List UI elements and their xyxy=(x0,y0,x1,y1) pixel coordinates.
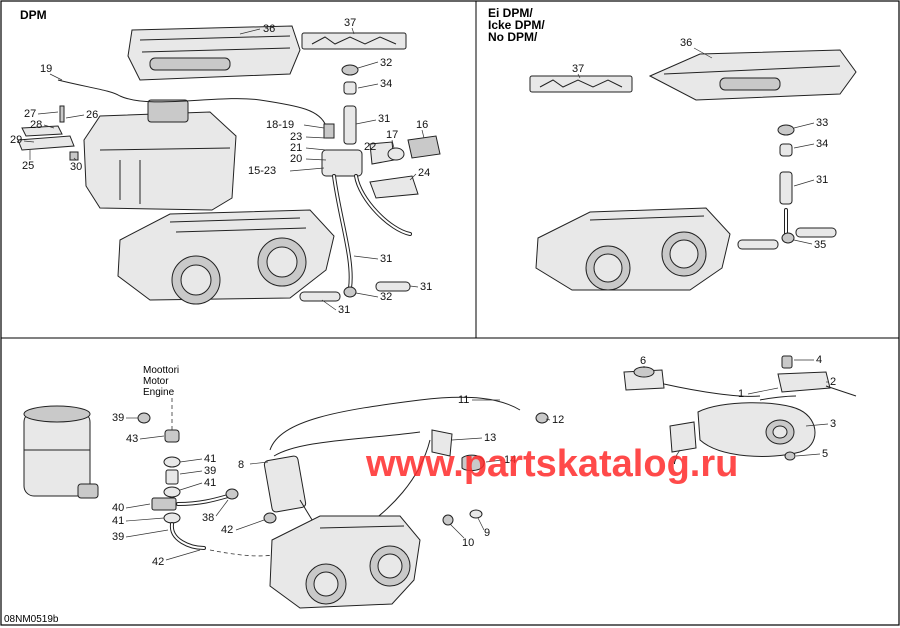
callout: 39 xyxy=(204,465,216,477)
callout: 34 xyxy=(816,138,828,150)
callout: 41 xyxy=(204,453,216,465)
callout: 24 xyxy=(418,167,430,179)
callout: 42 xyxy=(152,556,164,568)
callout: 41 xyxy=(204,477,216,489)
dpm-assembly xyxy=(17,25,441,305)
callout: 19 xyxy=(40,63,52,75)
callout: 31 xyxy=(816,174,828,186)
callout: 25 xyxy=(22,160,34,172)
callout: 10 xyxy=(462,537,474,549)
callout: 8 xyxy=(238,459,244,471)
callout: 20 xyxy=(290,153,302,165)
dpm-carburetors xyxy=(117,209,335,305)
callout: 26 xyxy=(86,109,98,121)
callout: 37 xyxy=(572,63,584,75)
callout: 30 xyxy=(70,161,82,173)
no-dpm-callouts: 37 36 33 34 31 35 xyxy=(572,37,828,251)
callout: 33 xyxy=(816,117,828,129)
callout: 41 xyxy=(112,515,124,527)
callout: 21 xyxy=(290,142,302,154)
watermark: www.partskatalog.ru xyxy=(365,443,738,485)
callout: 27 xyxy=(24,108,36,120)
dpm-panel-title: DPM xyxy=(20,8,47,22)
no-dpm-title-line2: Icke DPM/ xyxy=(488,18,545,32)
callout: 39 xyxy=(112,531,124,543)
callout: 15-23 xyxy=(248,165,276,177)
drawing-code: 08NM0519b xyxy=(4,614,59,625)
callout: 38 xyxy=(202,512,214,524)
callout: 14 xyxy=(504,454,516,466)
engine-assembly xyxy=(23,355,857,609)
callout: 11 xyxy=(458,394,469,406)
engine-carburetors xyxy=(269,515,421,609)
callout: 16 xyxy=(416,119,428,131)
callout: 43 xyxy=(126,433,138,445)
callout: 31 xyxy=(420,281,432,293)
callout: 13 xyxy=(484,432,496,444)
callout: 40 xyxy=(112,502,124,514)
callout: 18-19 xyxy=(266,119,294,131)
callout: 37 xyxy=(344,17,356,29)
engine-callouts: 39 43 41 39 41 40 38 41 42 39 42 11 12 1… xyxy=(112,354,836,568)
no-dpm-title-line1: Ei DPM/ xyxy=(488,6,533,20)
no-dpm-carburetors xyxy=(535,207,731,291)
engine-label-line2: Motor xyxy=(143,376,169,387)
callout: 7 xyxy=(672,455,678,467)
callout: 42 xyxy=(221,524,233,536)
no-dpm-title-line3: No DPM/ xyxy=(488,30,538,44)
callout: 9 xyxy=(484,527,490,539)
callout: 39 xyxy=(112,412,124,424)
callout: 31 xyxy=(338,304,350,316)
callout: 6 xyxy=(640,355,646,367)
callout: 35 xyxy=(814,239,826,251)
callout: 4 xyxy=(816,354,822,366)
no-dpm-assembly xyxy=(529,49,857,291)
callout: 12 xyxy=(552,414,564,426)
callout: 22 xyxy=(364,141,376,153)
callout: 3 xyxy=(830,418,836,430)
engine-label-line1: Moottori xyxy=(143,365,179,376)
callout: 1 xyxy=(738,388,744,400)
callout: 23 xyxy=(290,131,302,143)
callout: 2 xyxy=(830,376,836,388)
callout: 29 xyxy=(10,134,22,146)
callout: 36 xyxy=(263,23,275,35)
callout: 32 xyxy=(380,291,392,303)
callout: 34 xyxy=(380,78,392,90)
callout: 17 xyxy=(386,129,398,141)
callout: 5 xyxy=(822,448,828,460)
callout: 31 xyxy=(380,253,392,265)
callout: 32 xyxy=(380,57,392,69)
callout: 28 xyxy=(30,119,42,131)
callout: 36 xyxy=(680,37,692,49)
callout: 31 xyxy=(378,113,390,125)
engine-label: Moottori Motor Engine xyxy=(143,365,179,432)
engine-label-line3: Engine xyxy=(143,387,175,398)
dpm-callouts: 36 37 32 34 19 27 26 28 29 25 30 18-19 2… xyxy=(10,17,432,316)
